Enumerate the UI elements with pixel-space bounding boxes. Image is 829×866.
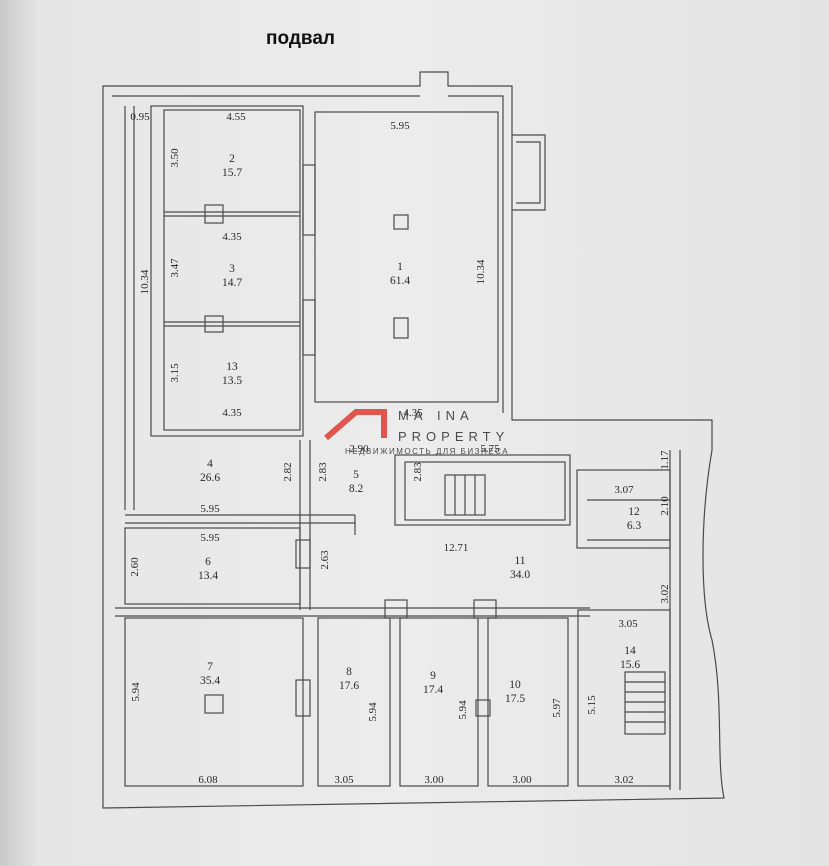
dim-label: 6.08 — [198, 774, 218, 786]
room-12-area: 6.3 — [627, 520, 642, 532]
dim-label: 5.94 — [457, 700, 469, 720]
room-6-number: 6 — [205, 556, 211, 568]
dim-label: 4.35 — [222, 407, 242, 419]
room-13-number: 13 — [226, 361, 238, 373]
dim-label: 3.47 — [169, 258, 181, 278]
room-2-area: 15.7 — [222, 167, 242, 179]
dim-label: 12.71 — [444, 542, 469, 554]
dim-label: 5.95 — [200, 503, 220, 515]
room-1-area: 61.4 — [390, 275, 410, 287]
room-12-number: 12 — [628, 506, 640, 518]
room-9-area: 17.4 — [423, 684, 443, 696]
dim-label: 3.05 — [334, 774, 354, 786]
watermark-tagline: НЕДВИЖИМОСТЬ ДЛЯ БИЗНЕСА — [345, 447, 509, 456]
dim-label: 3.00 — [512, 774, 532, 786]
dim-label: 1.17 — [659, 450, 671, 470]
watermark-property: PROPERTY — [398, 429, 509, 444]
room-10-number: 10 — [509, 679, 521, 691]
dim-label: 5.15 — [586, 695, 598, 715]
room-3-number: 3 — [229, 263, 235, 275]
dim-label: 2.83 — [412, 462, 424, 482]
room-6-area: 13.4 — [198, 570, 218, 582]
dim-label: 10.34 — [139, 269, 151, 294]
room-9-number: 9 — [430, 670, 436, 682]
dim-label: 3.05 — [618, 618, 638, 630]
dim-label: 3.02 — [614, 774, 633, 786]
dim-label: 5.94 — [367, 702, 379, 722]
dim-label: 5.95 — [200, 532, 220, 544]
dim-label: 3.15 — [169, 363, 181, 383]
room-14-number: 14 — [624, 645, 636, 657]
room-8-number: 8 — [346, 666, 352, 678]
room-11-number: 11 — [514, 555, 525, 567]
room-4-area: 26.6 — [200, 472, 220, 484]
floor-title: подвал — [266, 28, 335, 49]
dim-label: 5.95 — [390, 120, 410, 132]
room-4-number: 4 — [207, 458, 213, 470]
logo-mark-icon — [324, 409, 387, 441]
dim-label: 5.94 — [130, 682, 142, 702]
dim-label: 0.95 — [130, 111, 150, 123]
dim-label: 2.10 — [659, 496, 671, 516]
room-5-number: 5 — [353, 469, 359, 481]
dim-label: 5.75 — [480, 443, 500, 455]
room-1-number: 1 — [397, 261, 403, 273]
dim-label: 5.97 — [551, 698, 563, 718]
dim-label: 4.35 — [403, 407, 423, 419]
room-8-area: 17.6 — [339, 680, 359, 692]
dim-label: 2.82 — [282, 462, 294, 481]
dim-label: 4.55 — [226, 111, 246, 123]
dim-label: 3.07 — [614, 484, 634, 496]
watermark-name-left: MA — [398, 408, 428, 423]
room-2-number: 2 — [229, 153, 235, 165]
dim-label: 10.34 — [475, 259, 487, 284]
room-7-area: 35.4 — [200, 675, 220, 687]
room-5-area: 8.2 — [349, 483, 364, 495]
watermark-logo: MA INA PROPERTY НЕДВИЖИМОСТЬ ДЛЯ БИЗНЕСА — [324, 408, 509, 456]
dim-label: 4.35 — [222, 231, 242, 243]
room-14-area: 15.6 — [620, 659, 640, 671]
dim-label: 2.63 — [319, 550, 331, 570]
dim-label: 2.90 — [349, 443, 369, 455]
room-3-area: 14.7 — [222, 277, 242, 289]
dim-label: 2.83 — [317, 462, 329, 482]
room-10-area: 17.5 — [505, 693, 525, 705]
room-7-number: 7 — [207, 661, 213, 673]
room-13-area: 13.5 — [222, 375, 242, 387]
watermark-name-right: INA — [437, 408, 474, 423]
dim-label: 3.00 — [424, 774, 444, 786]
dim-label: 3.50 — [169, 148, 181, 168]
dim-label: 3.02 — [659, 584, 671, 603]
dim-label: 2.60 — [129, 557, 141, 577]
room-11-area: 34.0 — [510, 569, 530, 581]
